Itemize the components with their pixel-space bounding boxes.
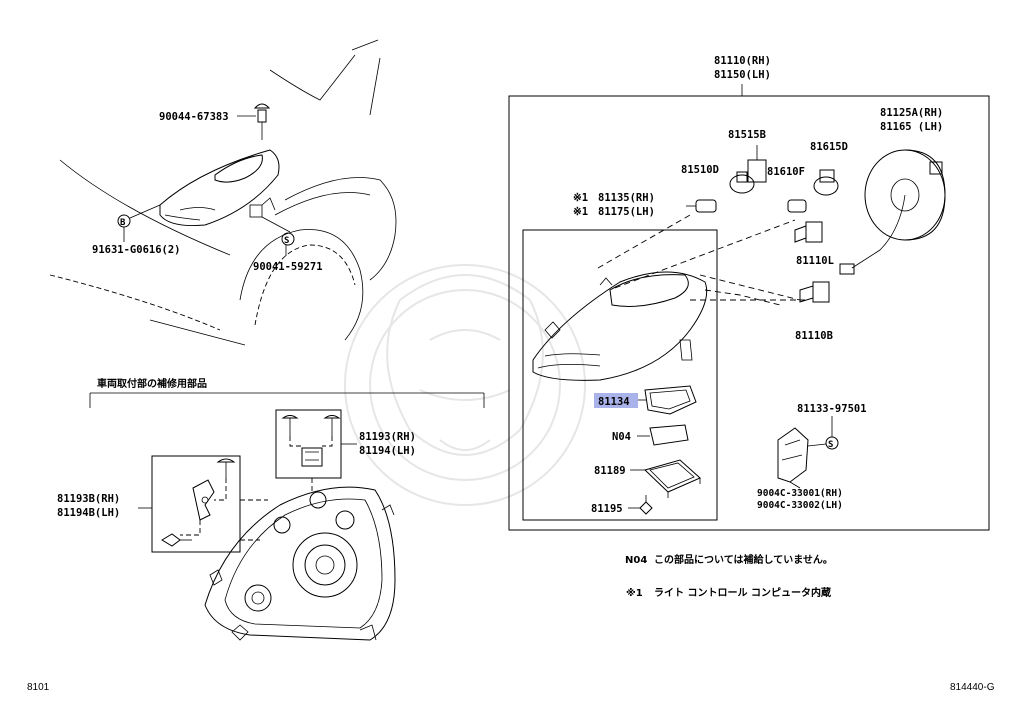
bracket-81133 bbox=[777, 427, 827, 483]
label-81110-rh: 81110(RH) bbox=[714, 55, 771, 67]
mark-x1-a: ※1 bbox=[573, 192, 588, 204]
footer-right-code: 814440-G bbox=[950, 682, 995, 693]
label-81610f: 81610F bbox=[767, 166, 805, 178]
label-81615d: 81615D bbox=[810, 141, 848, 153]
label-90041-59271: 90041-59271 bbox=[253, 261, 323, 273]
label-9004c-33001: 9004C-33001(RH) bbox=[757, 488, 843, 499]
label-9004c-33002: 9004C-33002(LH) bbox=[757, 500, 843, 511]
label-81175-lh: 81175(LH) bbox=[598, 206, 655, 218]
label-81195: 81195 bbox=[591, 503, 623, 515]
marker-s-icon bbox=[281, 232, 295, 246]
label-81515b: 81515B bbox=[728, 129, 766, 141]
label-81133-97501: 81133-97501 bbox=[797, 403, 867, 415]
legend-x1-text: ライト コントロール コンピュータ内蔵 bbox=[654, 586, 831, 599]
label-81135-rh: 81135(RH) bbox=[598, 192, 655, 204]
group-header: 車両取付部の補修用部品 bbox=[97, 377, 207, 390]
marker-s-lower: S bbox=[828, 440, 833, 450]
label-81150-lh: 81150(LH) bbox=[714, 69, 771, 81]
bulb-81135 bbox=[686, 199, 717, 213]
part-n04 bbox=[649, 424, 689, 446]
bulb-81610f bbox=[787, 199, 807, 213]
exploded-frame bbox=[508, 84, 990, 531]
label-91631-g0616: 91631-G0616(2) bbox=[92, 244, 181, 256]
headlamp-rear-view bbox=[204, 486, 396, 641]
headlamp-assembly bbox=[532, 271, 708, 381]
gasket-81134 bbox=[644, 385, 697, 415]
cover-81125a bbox=[851, 149, 946, 269]
socket-81510d bbox=[729, 171, 755, 194]
marker-s-icon-lower bbox=[825, 436, 839, 450]
bracket-81189 bbox=[644, 459, 701, 498]
vehicle-front-view bbox=[49, 39, 397, 346]
label-81194-lh: 81194(LH) bbox=[359, 445, 416, 457]
label-81110l: 81110L bbox=[796, 255, 834, 267]
watermark-emblem bbox=[344, 264, 586, 506]
bulb-81110b bbox=[799, 263, 855, 303]
label-81165-lh: 81165 (LH) bbox=[880, 121, 943, 133]
inset-81193 bbox=[275, 409, 342, 492]
group-bracket-lines bbox=[89, 392, 485, 408]
screw-81195 bbox=[639, 495, 653, 515]
highlight-81134 bbox=[594, 393, 638, 408]
label-90044-67383: 90044-67383 bbox=[159, 111, 229, 123]
label-81194b-lh: 81194B(LH) bbox=[57, 507, 120, 519]
marker-b: B bbox=[120, 218, 126, 228]
bulb-dashlines bbox=[597, 214, 805, 306]
socket-81515b bbox=[747, 145, 767, 183]
label-81134[interactable]: 81134 bbox=[598, 396, 630, 408]
footer-left-code: 8101 bbox=[27, 682, 50, 693]
label-81189: 81189 bbox=[594, 465, 626, 477]
label-81193-rh: 81193(RH) bbox=[359, 431, 416, 443]
label-81125a-rh: 81125A(RH) bbox=[880, 107, 943, 119]
legend-x1-mark: ※1 bbox=[626, 587, 643, 599]
marker-s-upper: S bbox=[284, 236, 289, 246]
mark-x1-b: ※1 bbox=[573, 206, 588, 218]
socket-81615d bbox=[813, 169, 839, 196]
legend-n04-text: この部品については補給していません。 bbox=[654, 553, 833, 566]
marker-b-icon bbox=[117, 214, 131, 228]
bulb-81110l bbox=[794, 221, 823, 243]
label-81193b-rh: 81193B(RH) bbox=[57, 493, 120, 505]
label-81110b: 81110B bbox=[795, 330, 833, 342]
label-81510d: 81510D bbox=[681, 164, 719, 176]
inset-81193b bbox=[151, 455, 268, 553]
legend-n04-code: N04 bbox=[625, 555, 647, 566]
label-n04: N04 bbox=[612, 431, 631, 443]
